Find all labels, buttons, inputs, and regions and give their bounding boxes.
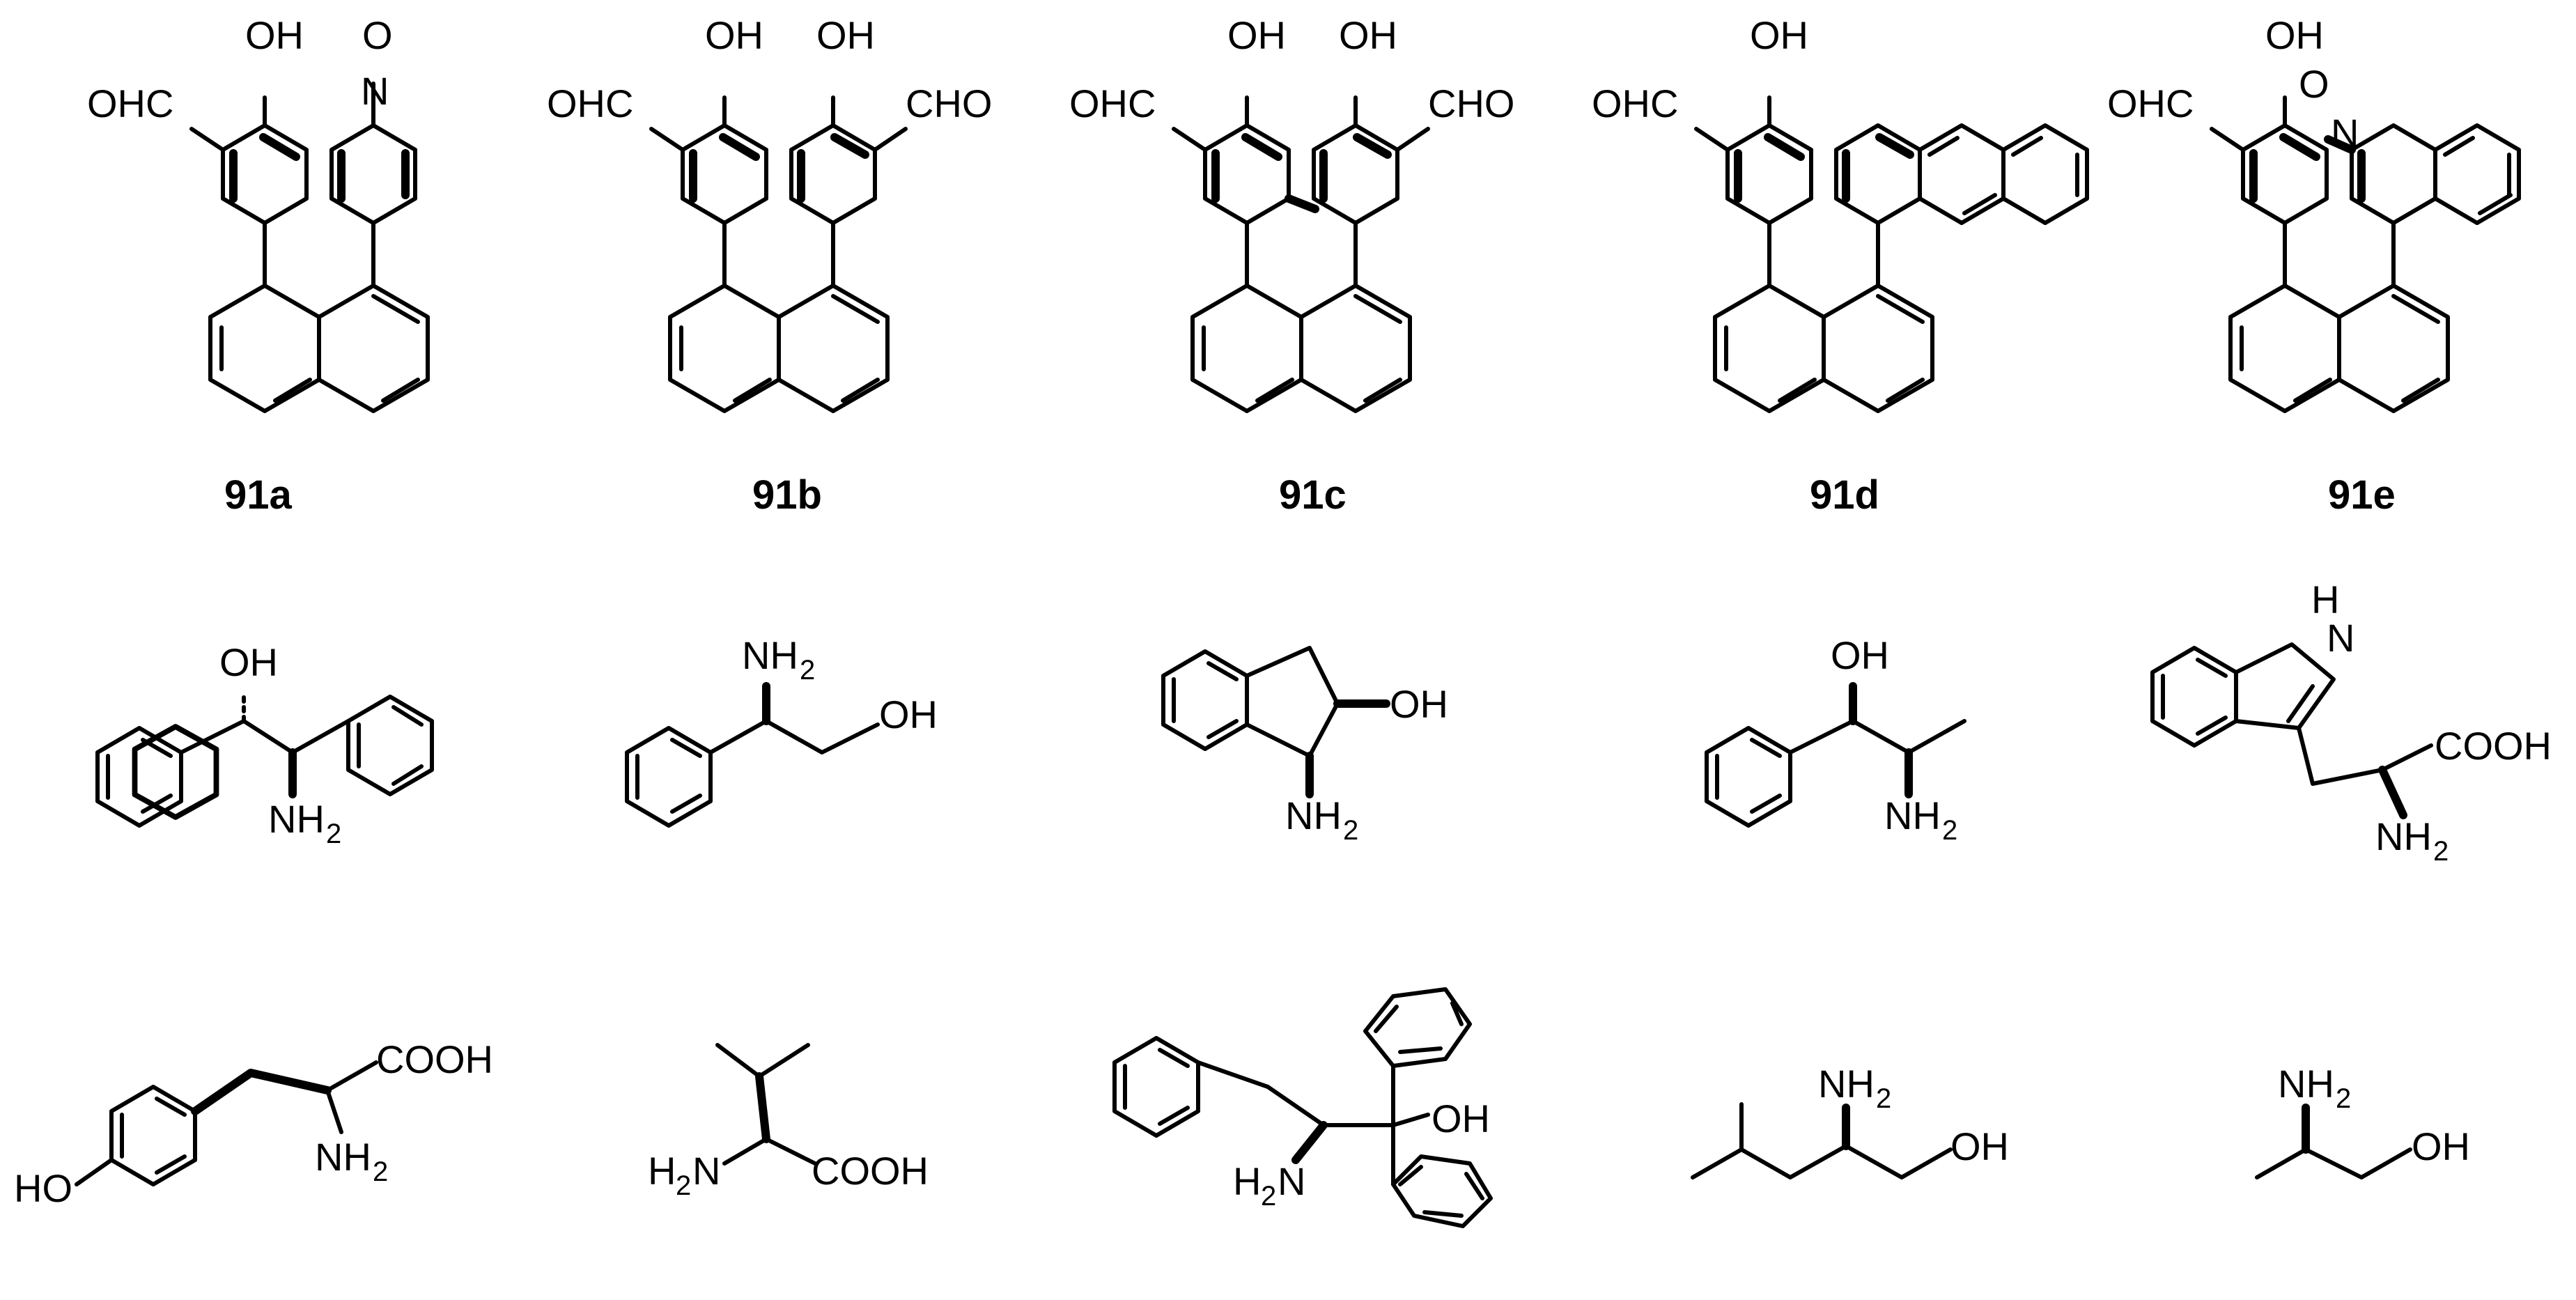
o-label: O (2299, 62, 2329, 106)
compound-91b (649, 95, 908, 413)
amino-alcohol-2 (625, 682, 880, 828)
n-label: N (2331, 111, 2359, 155)
oh-label: OH (245, 13, 304, 57)
subscript-2: 2 (1942, 815, 1957, 846)
compound-91a (189, 82, 430, 413)
compound-label-91c: 91c (1279, 472, 1347, 518)
subscript-2: 2 (2433, 836, 2449, 867)
o-label: O (362, 13, 393, 57)
nh-label: NH (1285, 794, 1342, 837)
ohc-label: OHC (1592, 82, 1678, 125)
n-label: N (2327, 616, 2354, 660)
ohc-label: OHC (1069, 82, 1156, 125)
subscript-2: 2 (1876, 1083, 1891, 1114)
n-label: N (361, 69, 389, 113)
subscript-2: 2 (676, 1170, 691, 1201)
nh-label: NH (742, 633, 798, 677)
oh-label: OH (1831, 633, 1889, 677)
oh-label: OH (2412, 1124, 2470, 1168)
oh-label: OH (816, 13, 875, 57)
h2n-h-label: H (1233, 1159, 1261, 1203)
cho-label: CHO (1428, 82, 1514, 125)
nh-label: NH (268, 797, 325, 841)
amino-alcohol-5 (1112, 987, 1493, 1228)
subscript-2: 2 (1261, 1181, 1276, 1212)
oh-label: OH (879, 692, 938, 736)
cooh-label: COOH (376, 1037, 493, 1081)
compound-label-91b: 91b (752, 472, 822, 518)
oh-label: OH (1227, 13, 1286, 57)
compound-91c (1172, 95, 1430, 413)
subscript-2: 2 (800, 655, 815, 686)
oh-label: OH (1431, 1097, 1490, 1140)
compound-91d (1694, 95, 2089, 413)
oh-label: OH (1339, 13, 1397, 57)
oh-label: OH (2265, 13, 2324, 57)
row1-labels: OH OHC O N OH OHC OH CHO OH OHC OH CHO O… (87, 13, 2359, 155)
cooh-label: COOH (2435, 724, 2552, 768)
compound-label-91e: 91e (2328, 472, 2396, 518)
amino-alcohol-3 (1161, 646, 1390, 798)
amino-acid-valine (715, 1043, 817, 1166)
compound-label-91a: 91a (224, 472, 293, 518)
oh-label: OH (1950, 1124, 2009, 1168)
amino-acid-tryptophan (2150, 642, 2433, 819)
compound-label-91d: 91d (1810, 472, 1879, 518)
subscript-2: 2 (1343, 815, 1358, 846)
amino-alcohol-6 (1691, 1102, 1953, 1179)
h2n-n-label: N (1278, 1159, 1305, 1203)
amino-acid-tyrosine (75, 1060, 378, 1186)
oh-label: OH (219, 640, 278, 684)
subscript-2: 2 (373, 1156, 388, 1187)
subscript-2: 2 (326, 819, 341, 849)
cho-label: CHO (906, 82, 992, 125)
oh-label: OH (1750, 13, 1808, 57)
h-label: H (2311, 578, 2339, 621)
amino-alcohol-7 (2255, 1104, 2412, 1179)
nh-label: NH (1884, 794, 1941, 837)
nh-label: NH (315, 1135, 371, 1179)
compound-captions: 91a 91b 91c 91d 91e (224, 472, 2396, 518)
cooh-label: COOH (812, 1149, 929, 1193)
compound-91e (2210, 95, 2521, 413)
h2n-h-label: H (648, 1149, 676, 1193)
h2n-n-label: N (692, 1149, 720, 1193)
ohc-label: OHC (547, 82, 633, 125)
nh-label: NH (2375, 814, 2432, 858)
oh-label: OH (705, 13, 763, 57)
row3-labels: HO COOH NH 2 H 2 N COOH H 2 N OH NH 2 OH… (14, 1037, 2470, 1212)
amino-alcohol-1 (95, 691, 434, 828)
ohc-label: OHC (2107, 82, 2194, 125)
ohc-label: OHC (87, 82, 173, 125)
amino-alcohol-4 (1705, 682, 1966, 828)
nh-label: NH (2278, 1062, 2334, 1106)
subscript-2: 2 (2336, 1083, 2351, 1114)
row2-labels: OH NH 2 NH 2 OH OH NH 2 OH NH 2 H N COOH… (219, 578, 2552, 867)
oh-label: OH (1390, 682, 1448, 726)
nh-label: NH (1818, 1062, 1875, 1106)
ho-label: HO (14, 1166, 72, 1210)
